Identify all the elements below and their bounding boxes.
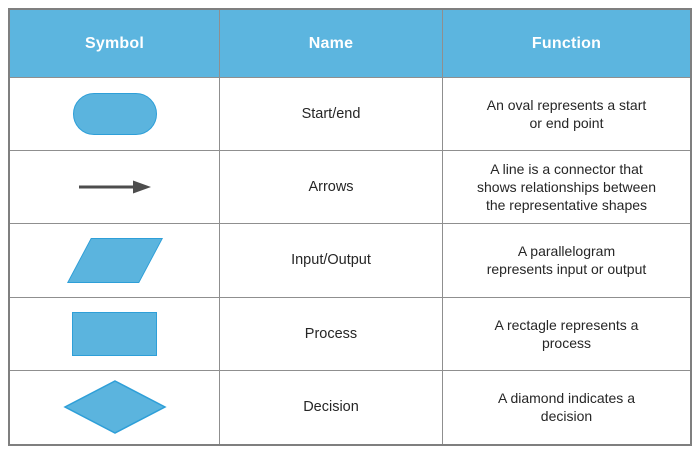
- symbol-cell-decision: [10, 370, 220, 444]
- name-cell: Start/end: [220, 78, 443, 152]
- function-cell: A parallelogram represents input or outp…: [443, 224, 690, 298]
- header-symbol: Symbol: [10, 10, 220, 78]
- symbol-cell-process: [10, 297, 220, 371]
- name-cell: Input/Output: [220, 224, 443, 298]
- name-cell: Process: [220, 297, 443, 371]
- arrow-symbol-icon: [78, 180, 151, 194]
- header-name: Name: [220, 10, 443, 78]
- rectangle-symbol-icon: [72, 311, 157, 356]
- symbol-cell-start-end: [10, 78, 220, 152]
- symbol-cell-input-output: [10, 224, 220, 298]
- symbol-cell-arrows: [10, 151, 220, 225]
- name-cell: Arrows: [220, 151, 443, 225]
- parallelogram-symbol-icon: [66, 237, 163, 283]
- function-cell: A diamond indicates a decision: [498, 390, 635, 425]
- function-cell: An oval represents a start or end point: [443, 78, 690, 152]
- diamond-symbol-icon: [62, 380, 167, 435]
- header-function: Function: [443, 10, 690, 78]
- table-grid: Symbol Name Function Start/end An oval r…: [10, 10, 690, 444]
- function-cell: A line is a connector that shows relatio…: [443, 151, 690, 225]
- function-cell: A rectagle represents a process: [443, 298, 690, 371]
- oval-symbol-icon: [72, 93, 157, 136]
- name-cell: Decision: [220, 370, 443, 444]
- flowchart-symbols-table: Symbol Name Function Start/end An oval r…: [8, 8, 692, 446]
